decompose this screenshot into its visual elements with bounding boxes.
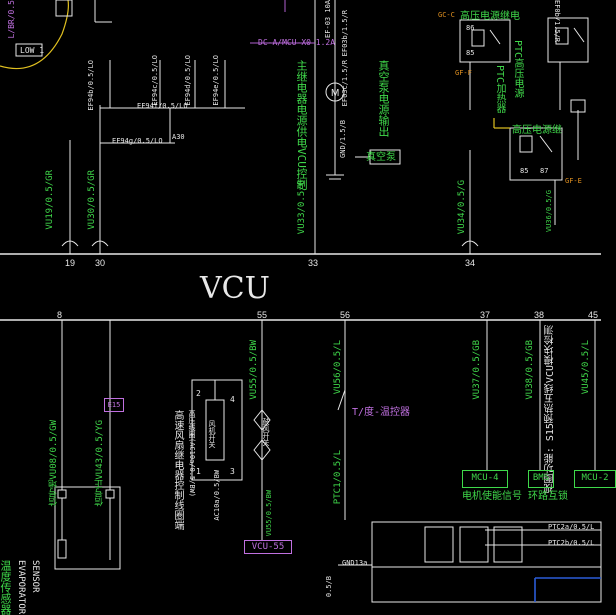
label-gnd13: GND13a xyxy=(342,559,368,567)
label-ef03: EF-03 10A xyxy=(324,0,332,38)
label-gc: GC-C xyxy=(438,11,455,19)
label-sensor2: EVAPORATOR xyxy=(16,560,26,615)
wire-ptc2a: PTC2a/0.5/L xyxy=(548,523,595,531)
pin-2: 2 xyxy=(196,389,201,398)
pin-56: 56 xyxy=(340,310,351,320)
wire-ef94e: EF94e/0.5/LO xyxy=(212,55,220,106)
box-mcu4: MCU-4 xyxy=(462,470,508,488)
hv-relay-box xyxy=(459,19,511,63)
label-hold: 视图功能: S15预热五线VCU模块检测 xyxy=(545,325,556,494)
box-vcu55: VCU-55 xyxy=(244,540,292,554)
wire-ef94b: EF94b/0.5/LO xyxy=(87,60,95,111)
wire-ef94f: EF94f/0.5/LO xyxy=(137,102,188,110)
svg-text:M: M xyxy=(331,88,339,99)
wire-ptc2b: PTC2b/0.5/L xyxy=(548,539,595,547)
label-a30: A30 xyxy=(172,133,185,141)
wire-ef94d: EF94d/0.5/LO xyxy=(184,55,192,106)
pin-1: 1 xyxy=(196,467,201,476)
label-05b: 0.5/B xyxy=(325,576,333,598)
label-hv-relay1: 高压电源继电 xyxy=(460,11,520,22)
label-sensor: 温度传感器 xyxy=(0,560,12,615)
sensor-box xyxy=(54,486,121,570)
label-mcu-sig: 电机使能信号 xyxy=(462,491,522,502)
wire-ac10a: AC10a/0.5/BW xyxy=(213,470,221,521)
tl-component xyxy=(55,0,73,17)
pin-4: 4 xyxy=(230,395,235,404)
wire-vu56: VU56/0.5/L xyxy=(333,340,343,395)
label-hv-relay2: 高压电源继 xyxy=(512,125,562,136)
pin-85-b: 85 xyxy=(520,167,529,175)
pin-55: 55 xyxy=(257,310,268,320)
label-low: LOW 1 xyxy=(20,46,45,55)
label-tl-1: L/BR/0.5 xyxy=(7,0,16,39)
label-ef03b: EF03b/1.5/R xyxy=(341,10,349,57)
label-ef0b: EF0b/1.5/R xyxy=(553,0,561,43)
pin-3: 3 xyxy=(230,467,235,476)
label-main-relay: 主继电器电源供电VCU控制 xyxy=(295,60,308,190)
label-gnd: GND/1.5/B xyxy=(339,120,347,158)
wire-vu55b: VU55/0.5/BW xyxy=(265,490,273,537)
label-temp-ctrl: T/度-温控器 xyxy=(352,407,411,418)
label-sensor3: SENSOR xyxy=(30,560,40,593)
pin-30: 30 xyxy=(95,258,106,268)
pin-45: 45 xyxy=(588,310,599,320)
wire-vu45: VU45/0.5/L xyxy=(581,340,591,395)
pin-33: 33 xyxy=(308,258,319,268)
wire-vu38: VU38/0.5/GB xyxy=(525,340,535,400)
label-sw: 风机开关 xyxy=(208,420,216,448)
hv-relay-box-2 xyxy=(509,127,563,181)
label-vu36: VU36/0.5/G xyxy=(545,190,553,233)
pin-8: 8 xyxy=(57,310,63,320)
pin-37: 37 xyxy=(480,310,491,320)
pin-34: 34 xyxy=(465,258,476,268)
pin-19: 19 xyxy=(65,258,76,268)
ptc-controller-box xyxy=(371,521,602,603)
wire-vu43: 信号正VU43/0.5/YG xyxy=(95,420,105,507)
box-bms: BMS xyxy=(528,470,554,488)
label-gfe: GF-E xyxy=(565,177,582,185)
wire-vu55: VU55/0.5/BW xyxy=(249,340,259,400)
pin-38: 38 xyxy=(534,310,545,320)
label-vacuum: 真空泵 xyxy=(366,152,396,163)
label-fan-sub: 高压线圈(AC10a/0.5/BW) xyxy=(188,410,196,498)
pin-87-b: 87 xyxy=(540,167,549,175)
label-ptc-relay: PTC加热器 xyxy=(494,65,505,114)
pin-85-a: 85 xyxy=(466,49,475,57)
connector-arc xyxy=(0,0,69,70)
wire-vu08: 信号地VU08/0.5/GW xyxy=(49,420,59,507)
vcu-label: VCU xyxy=(200,271,270,306)
wire-vu34: VU34/0.5/G xyxy=(457,180,467,235)
wire-vu30: VU30/0.5/GR xyxy=(87,170,97,230)
label-dc-a: DC-A/MCU-X0 1.2A xyxy=(258,38,336,47)
wire-vu19: VU19/0.5/GR xyxy=(45,170,55,230)
label-gf: GF-F xyxy=(455,69,472,77)
label-ef03c: EF03c/1.5/R xyxy=(341,60,349,107)
fan-relay-box xyxy=(191,379,243,481)
wire-ptc1: PTC1/0.5/L xyxy=(333,450,343,505)
wiring-svg: M xyxy=(0,0,602,603)
label-vacuum-out: 真空泵电源输出 xyxy=(377,60,390,137)
wire-ef94c: EF94c/0.5/LO xyxy=(151,55,159,106)
ptc-relay-box xyxy=(547,17,589,63)
label-fan-relay: 高速风扇继电器控制线圈端 xyxy=(172,410,183,530)
label-ptc-hv: PTC高压电源 xyxy=(512,40,523,99)
wire-ef94g: EF94g/0.5/LO xyxy=(112,137,163,145)
low-box xyxy=(15,43,43,57)
label-relay: 鼓风开关 xyxy=(262,418,270,446)
box-e15: E15 xyxy=(104,398,124,412)
label-bms-sig: 环路互锁 xyxy=(528,491,568,502)
pin-86-a: 86 xyxy=(466,24,475,32)
wire-vu37: VU37/0.5/GB xyxy=(472,340,482,400)
box-mcu2: MCU-2 xyxy=(574,470,616,488)
